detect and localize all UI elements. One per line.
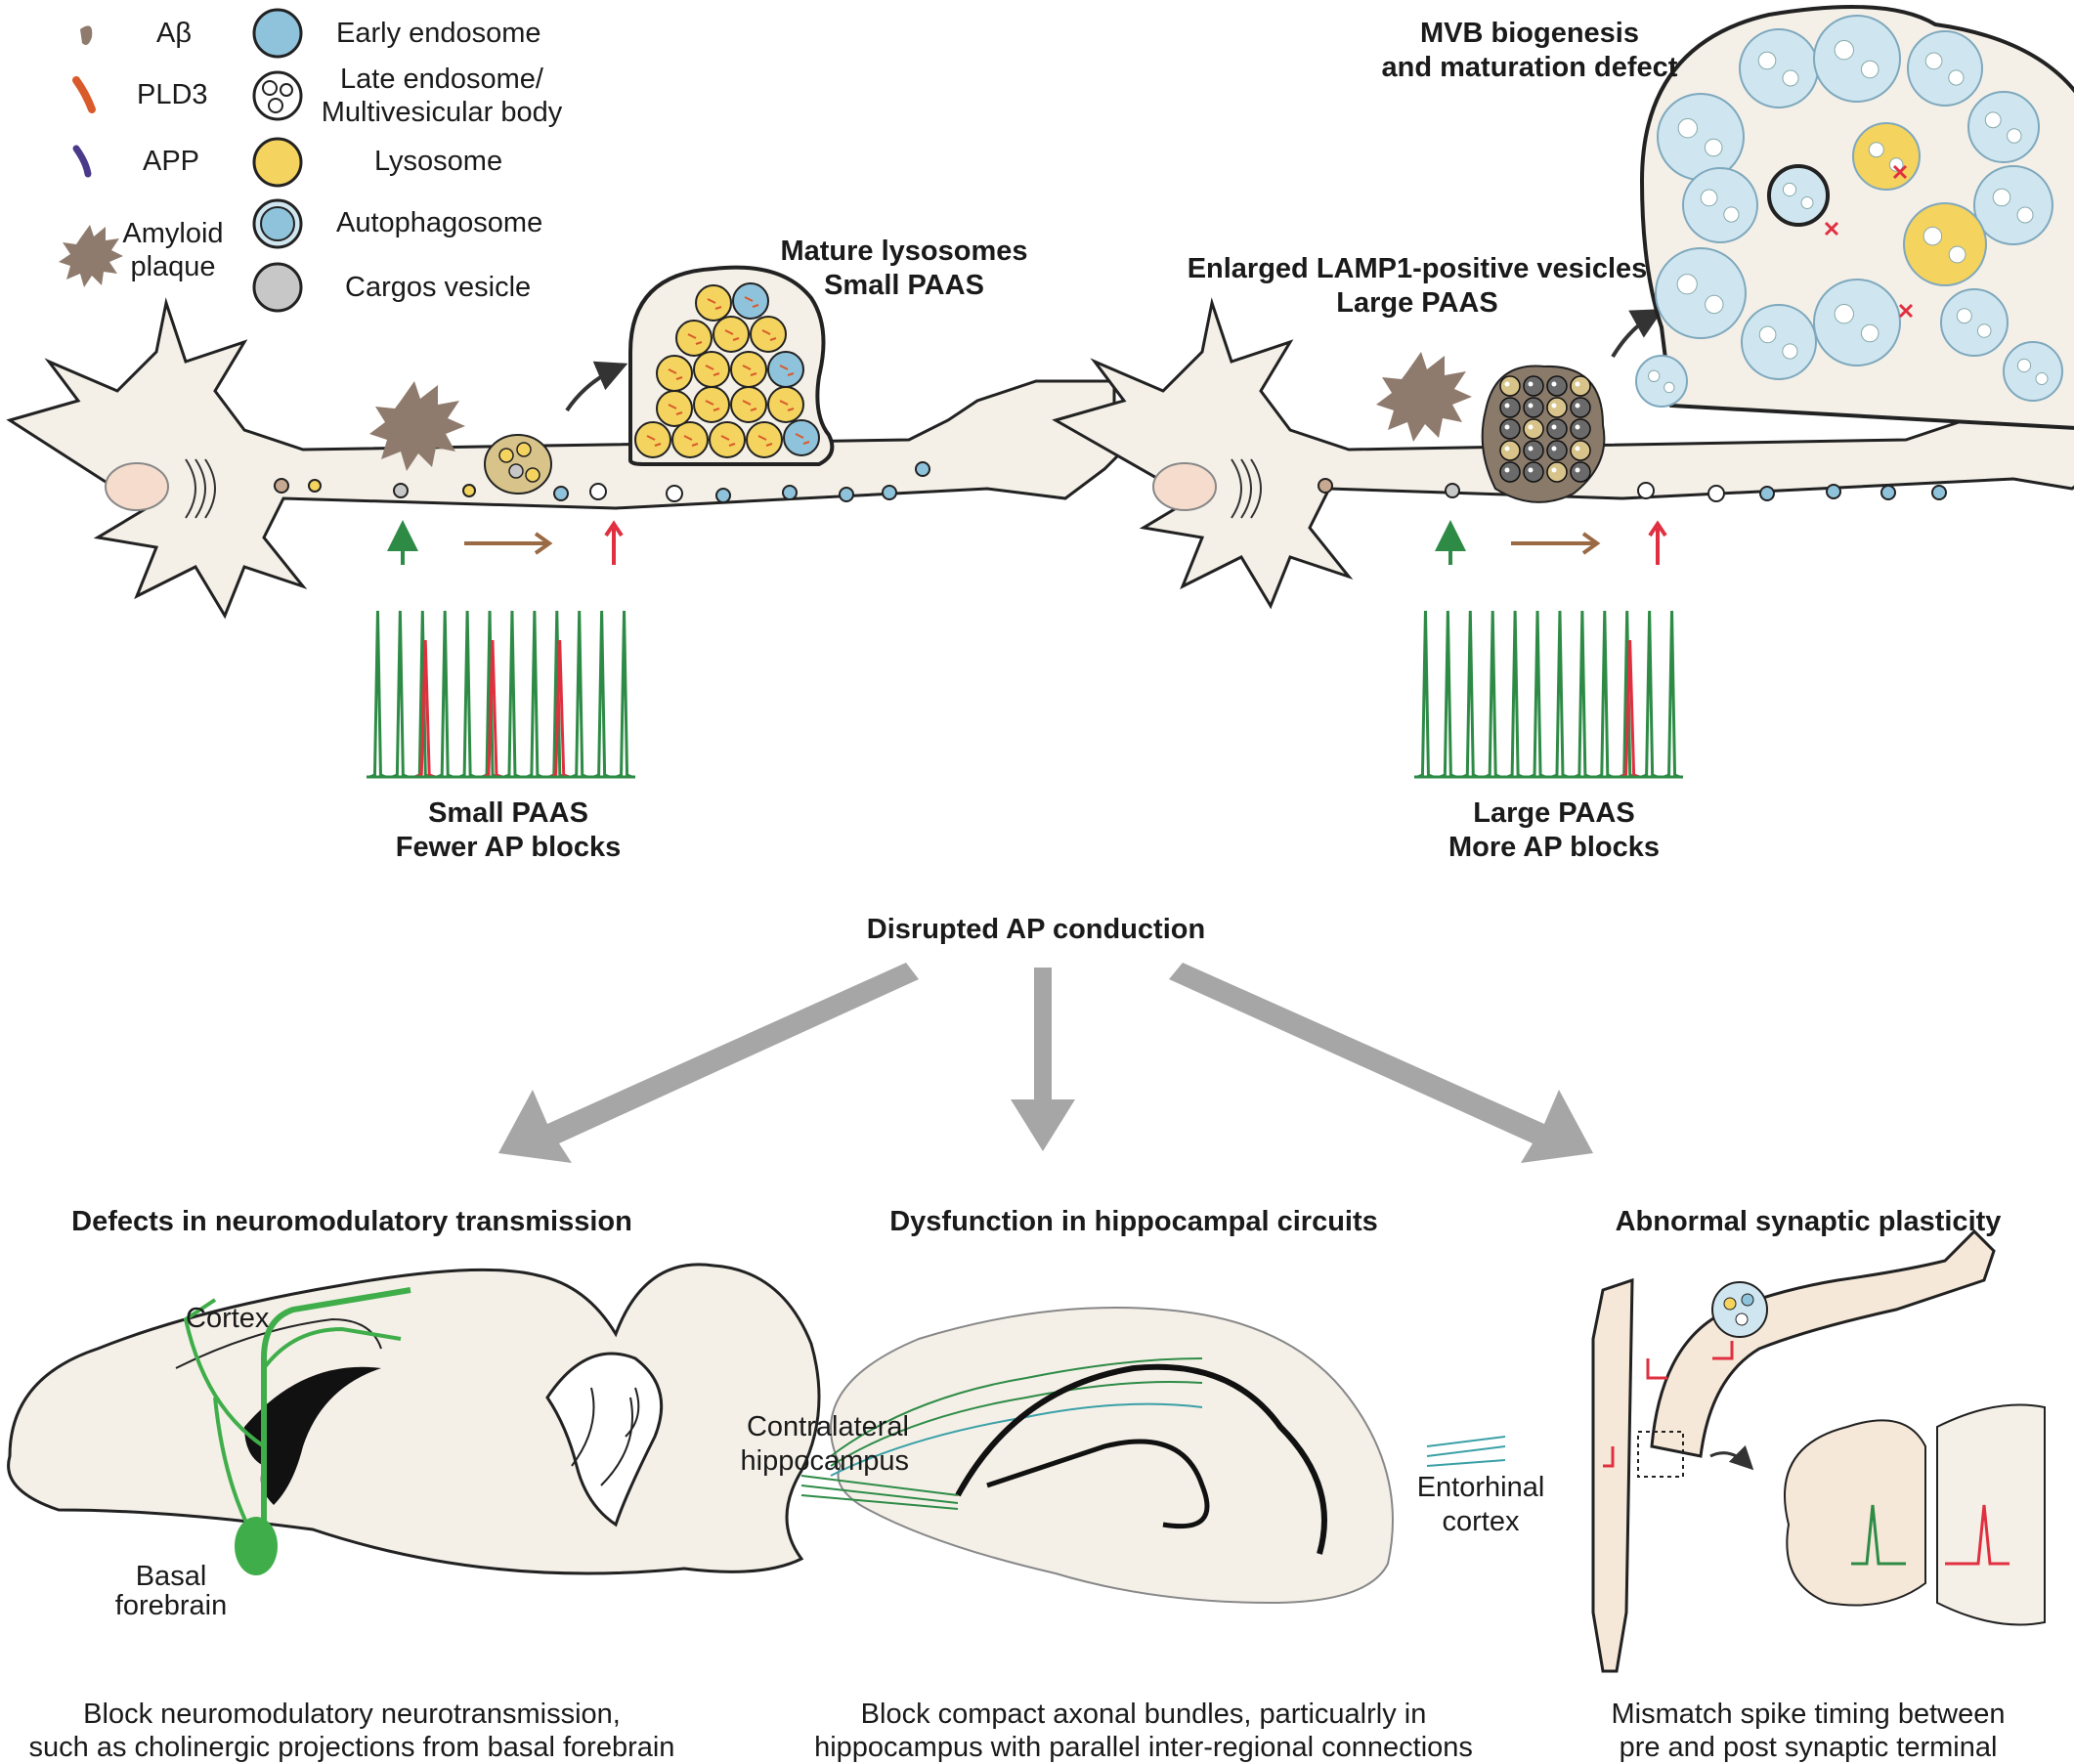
spike — [1663, 610, 1681, 779]
spike — [391, 610, 409, 779]
vesicle — [1741, 304, 1817, 380]
vesicle — [1739, 28, 1819, 108]
app-icon — [72, 145, 92, 178]
left-caption-1: Small PAAS — [428, 797, 588, 829]
right-outcome-caption-2: pre and post synaptic terminal — [1619, 1732, 1998, 1763]
spike — [1551, 610, 1569, 779]
vesicle — [1813, 279, 1901, 366]
spike — [503, 610, 521, 779]
vesicle — [2003, 341, 2063, 402]
pld3-icon — [72, 76, 96, 113]
vesicle — [1903, 202, 1987, 286]
spike-trace-left — [367, 610, 635, 779]
vesicle — [1973, 165, 2053, 245]
vesicle — [1635, 355, 1688, 408]
neuron-right — [1052, 297, 2074, 610]
spike — [1529, 610, 1546, 779]
brain-sagittal — [7, 1263, 821, 1575]
mature-lysosomes-title: Mature lysosomes — [780, 236, 1028, 267]
spike-trace-right — [1414, 610, 1683, 779]
legend-pld3-label: PLD3 — [137, 79, 208, 110]
legend-early-endosome-label: Early endosome — [336, 18, 541, 49]
legend-late-endosome-label-2: Multivesicular body — [321, 97, 563, 128]
spike — [1641, 610, 1659, 779]
amyloid-plaque-icon — [59, 225, 123, 287]
left-outcome-caption-2: such as cholinergic projections from bas… — [28, 1732, 675, 1763]
vesicle — [1657, 93, 1745, 181]
spike — [593, 610, 611, 779]
vesicle — [1940, 288, 2009, 357]
vesicle — [1907, 30, 1983, 107]
spike — [1416, 610, 1435, 779]
spike — [1484, 610, 1501, 779]
middle-outcome-caption-2: hippocampus with parallel inter-regional… — [814, 1732, 1473, 1763]
right-caption-1: Large PAAS — [1473, 797, 1635, 829]
entorhinal-label-2: cortex — [1442, 1506, 1520, 1537]
contralateral-label-1: Contralateral — [746, 1411, 909, 1442]
hippocampus — [800, 1307, 1506, 1605]
spike — [1574, 610, 1591, 779]
contralateral-label-2: hippocampus — [740, 1445, 910, 1477]
legend-late-endosome-label-1: Late endosome/ — [340, 64, 543, 95]
synapse-illustration — [1591, 1228, 2046, 1673]
vesicle — [1813, 15, 1901, 103]
right-caption-2: More AP blocks — [1448, 832, 1660, 863]
legend — [59, 8, 303, 313]
vesicle — [1767, 164, 1830, 227]
cargos-vesicle-icon — [252, 262, 303, 313]
outcome-arrows — [498, 963, 1593, 1163]
legend-lysosome-label: Lysosome — [374, 146, 503, 177]
legend-abeta-label: Aβ — [156, 18, 193, 49]
neuromodulatory-title: Defects in neuromodulatory transmission — [71, 1206, 632, 1237]
autophagosome-icon — [252, 198, 303, 249]
lysosome-icon — [252, 137, 303, 188]
left-outcome-caption-1: Block neuromodulatory neurotransmission, — [83, 1699, 621, 1730]
entorhinal-label-1: Entorhinal — [1416, 1472, 1545, 1503]
basal-label-1: Basal — [135, 1561, 207, 1592]
spike — [368, 610, 387, 779]
spike — [526, 610, 543, 779]
spike — [1439, 610, 1456, 779]
vesicle — [1967, 91, 2040, 163]
mature-lysosome-zoom — [627, 265, 835, 466]
legend-app-label: APP — [143, 146, 200, 177]
middle-outcome-caption-1: Block compact axonal bundles, particualr… — [860, 1699, 1427, 1730]
left-caption-2: Fewer AP blocks — [395, 832, 622, 863]
spike — [1461, 610, 1479, 779]
mvb-defect-title-1: MVB biogenesis — [1420, 18, 1639, 49]
small-paas-title: Small PAAS — [824, 270, 984, 301]
basal-label-2: forebrain — [114, 1590, 228, 1621]
late-endosome-icon — [252, 70, 303, 121]
hippocampal-title: Dysfunction in hippocampal circuits — [889, 1206, 1378, 1237]
vesicle — [1852, 122, 1921, 191]
spike — [571, 610, 588, 779]
right-outcome-caption-1: Mismatch spike timing between — [1611, 1699, 2006, 1730]
spike — [1506, 610, 1524, 779]
early-endosome-icon — [252, 8, 303, 59]
neuron-left — [6, 297, 1127, 620]
large-paas-title: Large PAAS — [1336, 287, 1498, 319]
disrupted-ap-title: Disrupted AP conduction — [866, 914, 1206, 945]
spike — [436, 610, 454, 779]
mvb-defect-zoom — [1635, 5, 2074, 430]
cortex-label: Cortex — [186, 1303, 270, 1334]
spike — [458, 610, 476, 779]
legend-cargos-vesicle-label: Cargos vesicle — [345, 272, 532, 303]
legend-plaque-label-1: Amyloid — [122, 218, 224, 249]
spike — [615, 610, 633, 779]
synaptic-plasticity-title: Abnormal synaptic plasticity — [1615, 1206, 2002, 1237]
spike — [1596, 610, 1614, 779]
abeta-icon — [80, 25, 93, 45]
vesicle — [1655, 247, 1747, 339]
enlarged-vesicles-title: Enlarged LAMP1-positive vesicles — [1187, 253, 1648, 284]
legend-plaque-label-2: plaque — [130, 251, 216, 282]
mvb-defect-title-2: and maturation defect — [1381, 52, 1678, 83]
vesicle — [1682, 167, 1758, 243]
legend-autophagosome-label: Autophagosome — [336, 207, 543, 238]
